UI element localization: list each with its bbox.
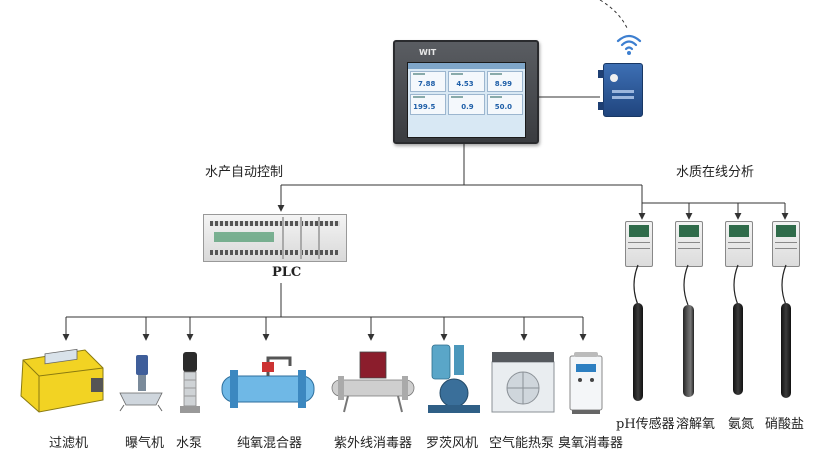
nitrate-probe [781, 303, 791, 398]
wireless-link [599, 0, 629, 31]
sensor-transmitter [725, 221, 753, 267]
device-label: 过滤机 [49, 436, 89, 451]
device-label: 水泵 [176, 436, 203, 451]
sensor-label: pH传感器 [616, 417, 675, 432]
sensor-transmitter [772, 221, 800, 267]
reading-cell: 0.9 [448, 94, 485, 115]
wifi-icon [616, 34, 642, 55]
device-label: 紫外线消毒器 [334, 436, 413, 451]
probe-cables [633, 264, 787, 306]
dissolved-oxygen-probe [683, 305, 694, 397]
ph-probe [633, 303, 643, 401]
aquaculture-control-label: 水产自动控制 [205, 165, 284, 180]
plc-label: PLC [272, 265, 302, 280]
aerator-image [119, 355, 163, 412]
ammonia-probe [733, 303, 743, 395]
reading-cell: 8.99 [486, 71, 523, 92]
hmi-touch-panel: WIT 7.88 4.53 8.99 199.5 0.9 50.0 [393, 40, 539, 144]
plc-controller [203, 214, 347, 262]
filter-machine-image [20, 348, 104, 413]
water-quality-label: 水质在线分析 [676, 165, 755, 180]
device-label: 空气能热泵 [489, 436, 555, 451]
device-label: 臭氧消毒器 [558, 436, 624, 451]
sensor-label: 溶解氧 [676, 417, 716, 432]
ozone-sterilizer-image [569, 352, 603, 414]
sensor-transmitter [675, 221, 703, 267]
oxygen-mixer-image [221, 356, 315, 408]
water-pump-image [180, 352, 200, 413]
brand-logo: WIT [419, 48, 437, 57]
device-label: 罗茨风机 [426, 436, 479, 451]
device-label: 曝气机 [125, 436, 165, 451]
sensor-label: 硝酸盐 [765, 417, 805, 432]
reading-cell: 7.88 [410, 71, 447, 92]
wireless-router [598, 63, 643, 117]
heat-pump-image [491, 352, 555, 413]
reading-cell: 4.53 [448, 71, 485, 92]
roots-blower-image [428, 344, 480, 413]
reading-cell: 50.0 [486, 94, 523, 115]
reading-cell: 199.5 [410, 94, 447, 115]
sensor-transmitter [625, 221, 653, 267]
sensor-label: 氨氮 [728, 417, 755, 432]
device-label: 纯氧混合器 [237, 436, 303, 451]
uv-sterilizer-image [331, 351, 415, 413]
hmi-screen: 7.88 4.53 8.99 199.5 0.9 50.0 [407, 62, 526, 138]
